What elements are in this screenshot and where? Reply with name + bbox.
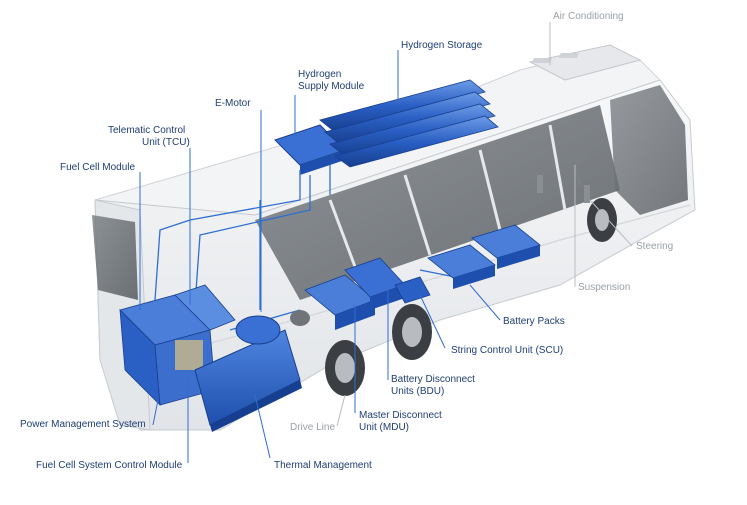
power-management-system-label: Power Management System	[20, 419, 146, 430]
battery-packs	[427, 224, 541, 289]
tcu-label-line1: Telematic Control	[108, 125, 186, 136]
suspension-label: Suspension	[578, 282, 631, 293]
leader-lines	[139, 22, 633, 463]
air-conditioning-label: Air Conditioning	[553, 11, 624, 22]
steering-column	[564, 153, 586, 186]
bdu-label-line1: Battery Disconnect	[391, 374, 475, 385]
hydrogen-storage-label: Hydrogen Storage	[401, 40, 483, 51]
mdu-label-line2: Unit (MDU)	[359, 422, 409, 433]
mdu-label: Master Disconnect Unit (MDU)	[359, 410, 442, 434]
fuel-cell-system-control-module-label: Fuel Cell System Control Module	[36, 460, 183, 471]
bdu-label-line2: Units (BDU)	[391, 386, 445, 397]
battery-packs-label: Battery Packs	[503, 316, 565, 327]
fuel-cell-module-label: Fuel Cell Module	[60, 162, 136, 173]
tcu-label-line2: Unit (TCU)	[142, 137, 190, 148]
scu-label: String Control Unit (SCU)	[451, 345, 564, 356]
hydrogen-supply-label-line1: Hydrogen	[298, 69, 342, 80]
e-motor	[235, 310, 310, 345]
hydrogen-storage-tanks	[319, 79, 499, 168]
hydrogen-supply-label-line2: Supply Module	[298, 81, 365, 92]
mdu-label-line1: Master Disconnect	[359, 410, 442, 421]
steering-label: Steering	[636, 241, 674, 252]
tcu-label: Telematic Control Unit (TCU)	[108, 125, 190, 149]
bdu-label: Battery Disconnect Units (BDU)	[391, 374, 475, 398]
e-motor-label: E-Motor	[215, 98, 251, 109]
hydrogen-supply-module-label: Hydrogen Supply Module	[298, 69, 364, 93]
thermal-management-label: Thermal Management	[274, 460, 372, 471]
suspension-struts	[537, 175, 590, 203]
drive-line-label: Drive Line	[290, 422, 336, 433]
